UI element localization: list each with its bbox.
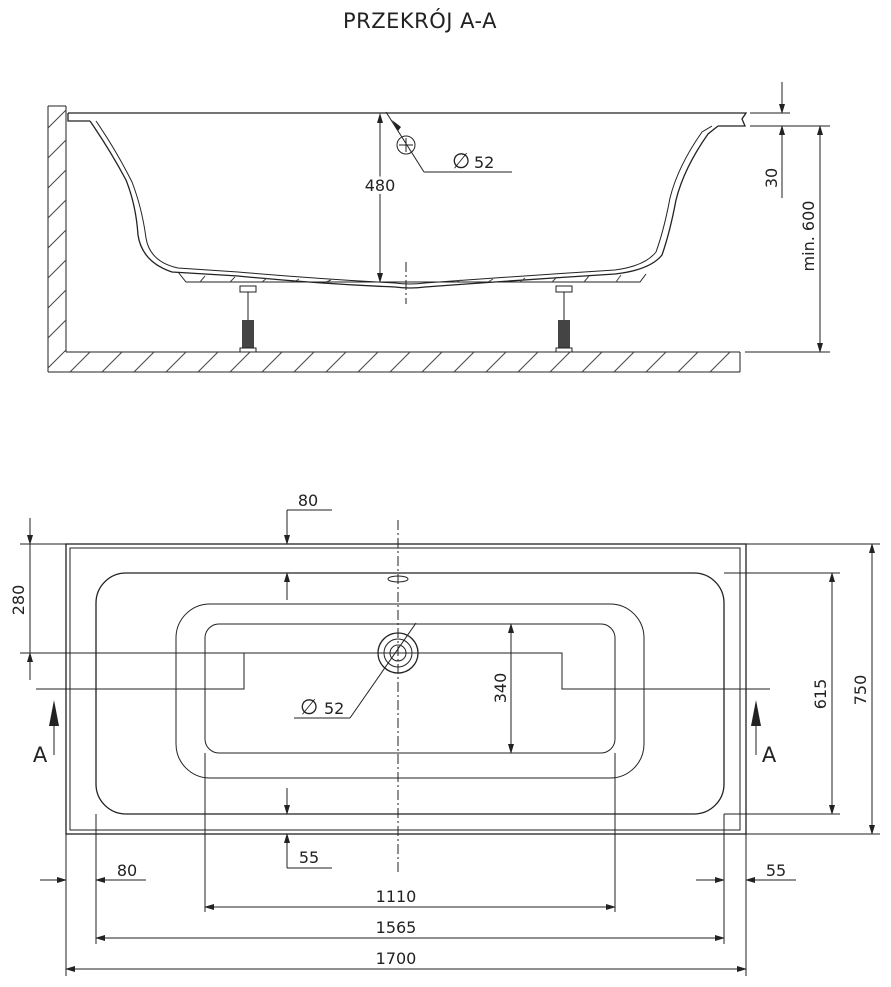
drain-diameter-label: 52 [324, 699, 344, 718]
right-rim-width-label: 55 [766, 861, 786, 880]
section-mark-right: A [762, 743, 777, 767]
section-mark-left: A [33, 743, 48, 767]
section-view: ∅ 52 480 30 min. 600 [47, 82, 830, 373]
section-line [36, 652, 770, 690]
depth-dimension-label: 480 [365, 176, 396, 195]
plan-view: ∅ 52 A A 80 280 [9, 491, 880, 976]
bathtub-basin [95, 572, 725, 815]
drawing-title: PRZEKRÓJ A-A [343, 8, 497, 33]
top-rim-width-dimension [284, 509, 332, 600]
bottom-rim-width-dimension [284, 788, 332, 869]
bathtub-section [67, 112, 748, 289]
basin-length-label: 1565 [376, 918, 417, 937]
basin-width-label: 615 [811, 679, 830, 710]
drain-diameter-symbol: ∅ [300, 695, 318, 719]
min-height-label: min. 600 [799, 201, 818, 272]
drain-offset-label: 280 [9, 585, 28, 616]
bottom-width-label: 340 [491, 673, 510, 704]
bottom-length-label: 1110 [376, 887, 417, 906]
rim-thickness-dimension [750, 82, 830, 198]
adjustable-foot-right [555, 285, 573, 353]
overflow-diameter-label: 52 [474, 153, 494, 172]
adjustable-foot-left [239, 285, 257, 353]
left-rim-width-label: 80 [117, 861, 137, 880]
top-rim-width-label: 80 [298, 491, 318, 510]
rim-thickness-label: 30 [762, 168, 781, 188]
wall [47, 105, 67, 372]
drain-offset-dimension [20, 518, 244, 680]
bathtub-bottom-outer [175, 603, 645, 779]
total-width-dimension [746, 543, 880, 835]
bottom-rim-width-label: 55 [299, 848, 319, 867]
drain [294, 622, 419, 719]
floor [48, 351, 741, 373]
section-arrow-right [751, 700, 761, 755]
total-width-label: 750 [851, 675, 870, 706]
overflow-hole [385, 111, 512, 173]
section-arrow-left [49, 700, 59, 755]
total-length-label: 1700 [376, 949, 417, 968]
bathtub-bottom-inner [204, 623, 616, 754]
min-height-dimension [745, 125, 830, 353]
basin-width-dimension [724, 572, 840, 815]
overflow-diameter-symbol: ∅ [452, 149, 470, 173]
